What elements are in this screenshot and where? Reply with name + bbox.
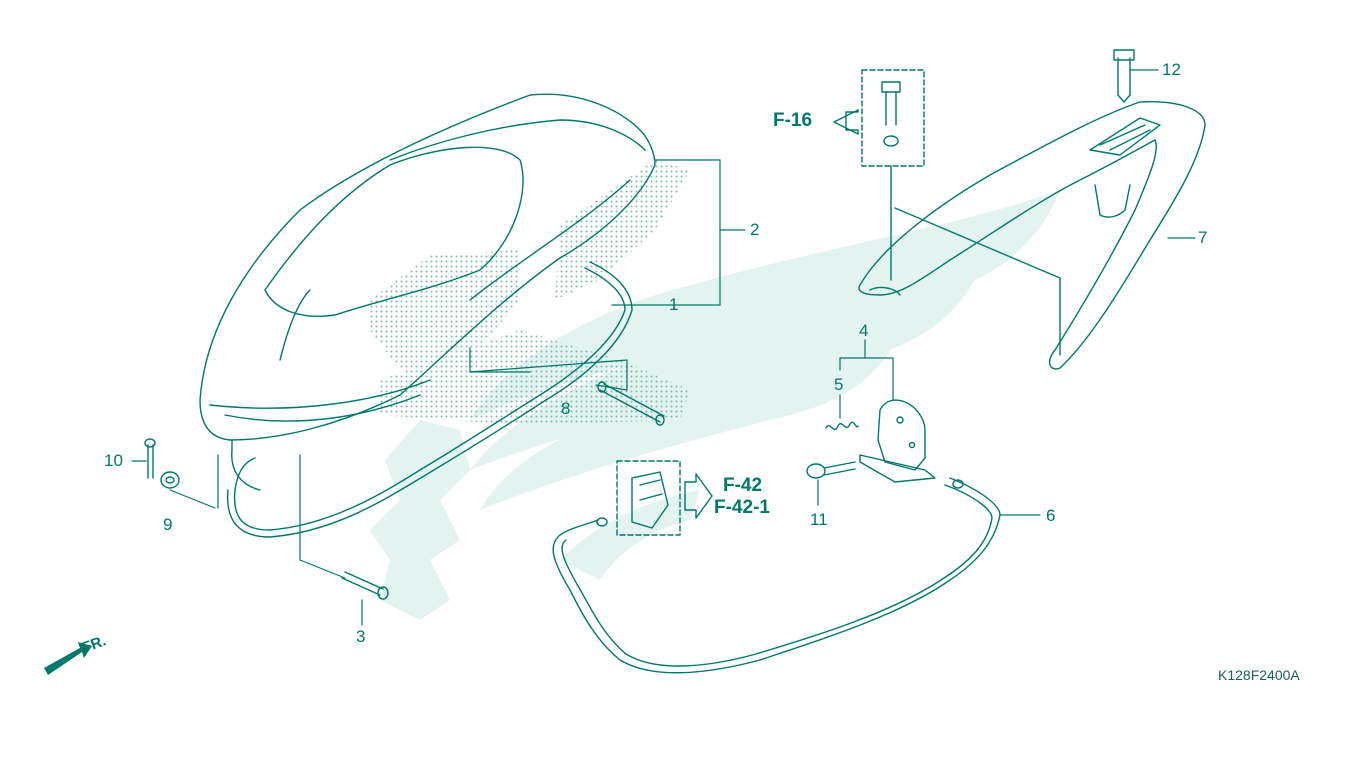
f42-latch-box	[616, 460, 681, 536]
diagram-code: K128F2400A	[1218, 667, 1300, 683]
part-label-4: 4	[859, 321, 869, 340]
grab-rail	[858, 101, 1206, 370]
part-label-10: 10	[104, 451, 123, 470]
rail-leader	[894, 207, 1061, 356]
ref-label-f42-1: F-42-1	[714, 497, 770, 518]
f16-arrow	[833, 109, 859, 135]
leader-lines	[131, 69, 1196, 626]
rod	[597, 381, 665, 426]
f16-bolt-box	[861, 69, 925, 167]
part-label-2: 2	[750, 220, 760, 239]
part-label-6: 6	[1046, 506, 1056, 525]
seat-latch	[859, 399, 936, 483]
seat-seal	[226, 261, 633, 538]
bolt-10	[144, 438, 156, 479]
part-label-1: 1	[669, 295, 679, 314]
dotted-shading	[370, 160, 690, 425]
part-label-12: 12	[1162, 60, 1181, 79]
part-label-3: 3	[356, 627, 366, 646]
latch-cable	[552, 477, 1001, 674]
spring	[825, 421, 859, 431]
washer-9	[160, 471, 180, 489]
pin	[341, 571, 389, 600]
bolt-12	[1113, 49, 1135, 103]
ref-label-f42: F-42	[723, 475, 763, 496]
f42-arrow	[684, 473, 713, 519]
part-label-11: 11	[810, 510, 828, 529]
seat	[199, 93, 656, 491]
bolt-11	[806, 461, 856, 479]
part-label-7: 7	[1198, 228, 1208, 247]
part-label-5: 5	[834, 375, 844, 394]
part-label-8: 8	[561, 399, 571, 418]
front-arrow	[44, 642, 92, 675]
part-label-9: 9	[163, 515, 173, 534]
ref-label-f16: F-16	[773, 110, 813, 131]
